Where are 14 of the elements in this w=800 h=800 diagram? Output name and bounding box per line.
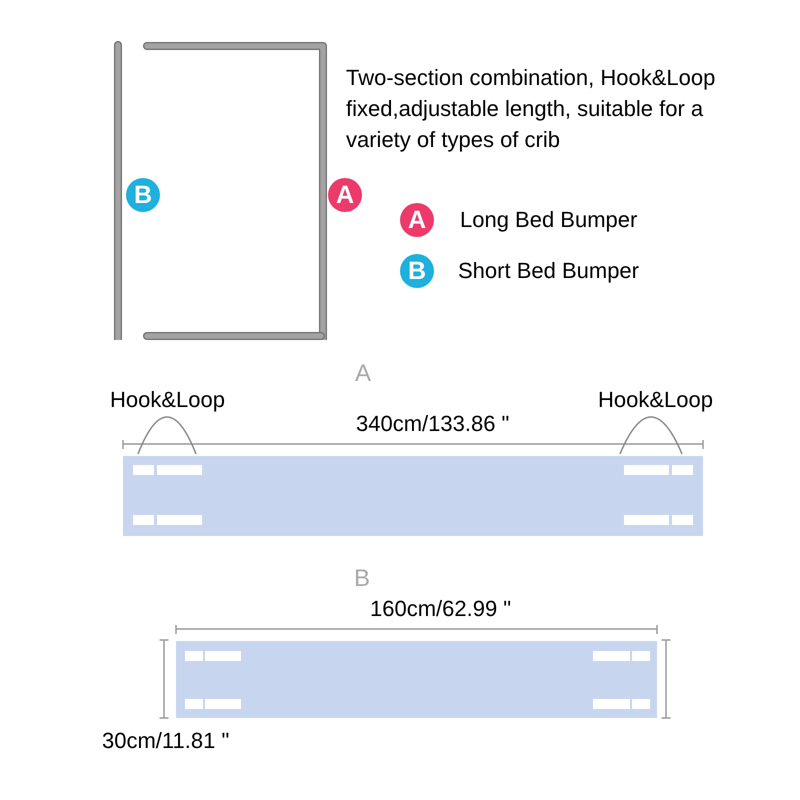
callout-marker: A	[400, 203, 434, 237]
dimension-label: 340cm/133.86 "	[356, 410, 510, 438]
marker-caption: Long Bed Bumper	[460, 206, 638, 234]
part-label: Hook&Loop	[110, 386, 225, 414]
dimension-label: 160cm/62.99 "	[370, 595, 512, 623]
description-text: Two-section combination, Hook&Loop fixed,adjustable length, suitable for a variety of types of crib	[346, 64, 716, 154]
section-heading: A	[355, 360, 372, 388]
callout-marker: B	[126, 178, 160, 212]
marker-caption: Short Bed Bumper	[458, 257, 639, 285]
callout-marker: B	[400, 254, 434, 288]
section-heading: B	[354, 565, 370, 593]
dimension-label: 30cm/11.81 "	[102, 727, 230, 755]
part-label: Hook&Loop	[598, 386, 713, 414]
callout-marker: A	[328, 178, 362, 212]
